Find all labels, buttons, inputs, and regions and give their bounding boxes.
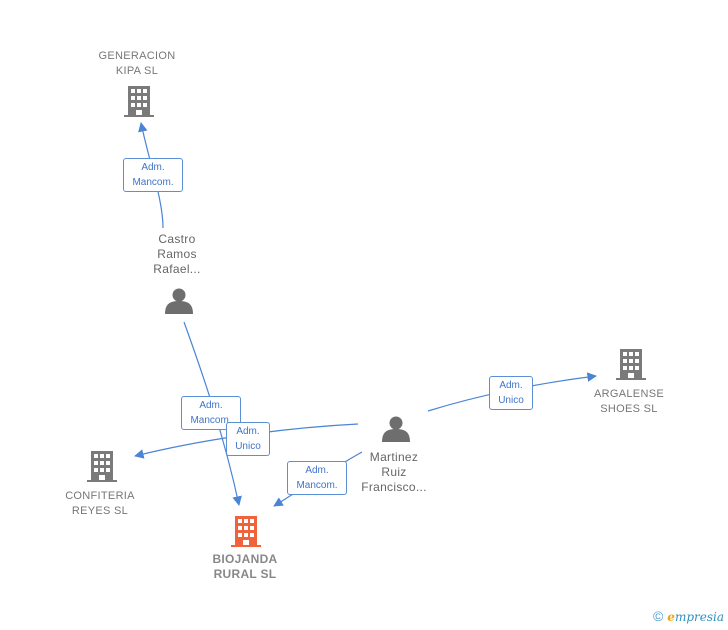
- node-label-biojanda[interactable]: BIOJANDA RURAL SL: [212, 552, 278, 581]
- copyright-symbol: ©: [652, 608, 664, 624]
- brand-logo: ©empresia: [653, 608, 724, 624]
- edge-label-martinez-confiteria: Adm. Unico: [226, 422, 270, 456]
- person-icon-martinez[interactable]: [382, 416, 410, 443]
- edge-label-martinez-biojanda: Adm. Mancom.: [287, 461, 347, 495]
- person-icon-castro[interactable]: [165, 288, 193, 315]
- brand-e: e: [667, 610, 675, 624]
- brand-name: mpresia: [674, 610, 724, 624]
- building-icon-argalense[interactable]: [616, 349, 646, 380]
- building-icon-generacion-kipa[interactable]: [124, 86, 154, 117]
- edge-label-martinez-argalense: Adm. Unico: [489, 376, 533, 410]
- node-label-confiteria[interactable]: CONFITERIA REYES SL: [65, 490, 135, 517]
- node-label-martinez[interactable]: Martinez Ruiz Francisco...: [361, 450, 427, 494]
- building-icon-confiteria[interactable]: [87, 451, 117, 482]
- edge-label-castro-generacion: Adm. Mancom.: [123, 158, 183, 192]
- node-label-generacion-kipa[interactable]: GENERACION KIPA SL: [98, 50, 176, 77]
- node-label-argalense[interactable]: ARGALENSE SHOES SL: [594, 388, 664, 415]
- node-label-castro[interactable]: Castro Ramos Rafael...: [153, 232, 201, 276]
- building-icon-biojanda[interactable]: [231, 516, 261, 547]
